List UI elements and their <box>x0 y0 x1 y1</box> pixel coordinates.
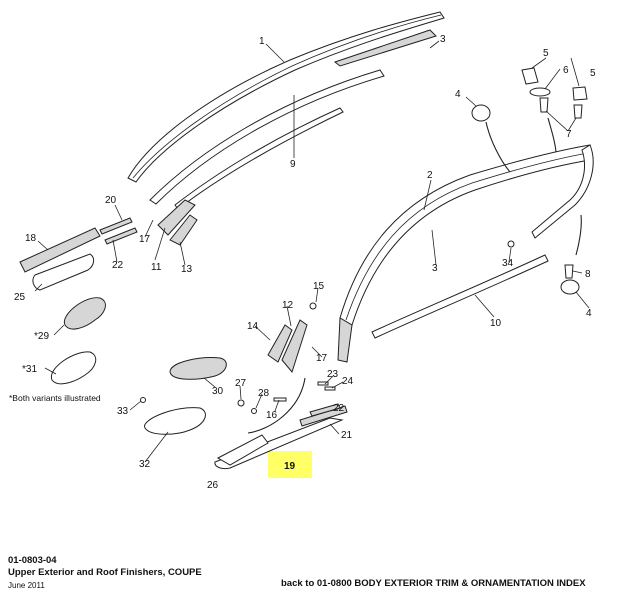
part-29-vent <box>63 297 106 330</box>
part-5-nut-left <box>521 67 539 85</box>
part-3-strip-top <box>333 29 437 67</box>
callout-5-left: 5 <box>543 48 549 59</box>
callout-26: 26 <box>207 480 219 491</box>
variants-note: *Both variants illustrated <box>9 393 101 403</box>
part-14-bracket <box>267 324 293 363</box>
part-23-screw <box>317 381 329 386</box>
callout-33: 33 <box>117 406 129 417</box>
part-32-vent <box>144 407 206 435</box>
callout-3-top: 3 <box>440 34 446 45</box>
callout-31: *31 <box>22 364 37 375</box>
callout-22-left: 22 <box>112 260 124 271</box>
callout-17-left: 17 <box>139 234 151 245</box>
callout-30: 30 <box>212 386 224 397</box>
part-2-rear-frame <box>531 144 594 239</box>
callout-11: 11 <box>151 262 162 273</box>
part-34-clip <box>507 240 515 248</box>
part-19-sill-trim <box>214 417 344 470</box>
back-to-index-link[interactable]: back to 01-0800 BODY EXTERIOR TRIM & ORN… <box>281 578 586 589</box>
callout-8: 8 <box>585 269 591 280</box>
arrow-4-top <box>485 121 511 173</box>
highlight-box-19 <box>268 451 312 478</box>
part-15-clip <box>309 302 317 310</box>
callout-27: 27 <box>235 378 247 389</box>
callout-16: 16 <box>266 410 278 421</box>
part-2-lower-leg <box>337 317 353 363</box>
callout-12: 12 <box>282 300 294 311</box>
part-31-vent <box>51 351 97 385</box>
part-18-panel <box>19 227 101 273</box>
part-3-inner-frame <box>345 152 589 321</box>
callout-29: *29 <box>34 331 49 342</box>
callout-5-right: 5 <box>590 68 596 79</box>
callout-4-bottom: 4 <box>586 308 592 319</box>
part-16-screw <box>273 397 287 402</box>
diagram-date: June 2011 <box>8 581 45 590</box>
callout-28: 28 <box>258 388 270 399</box>
part-4-plug-bottom <box>560 279 580 295</box>
part-9-rail <box>149 69 385 205</box>
part-27-clip <box>237 399 245 407</box>
callout-15: 15 <box>313 281 325 292</box>
part-5-nut-right <box>572 86 588 101</box>
callout-4-top: 4 <box>455 89 461 100</box>
part-26-end-cap <box>216 434 269 466</box>
callout-21: 21 <box>341 430 353 441</box>
arrow-7-top <box>547 117 557 153</box>
part-28-clip <box>251 408 257 414</box>
part-1-inner-line <box>132 14 442 179</box>
callout-19: 19 <box>284 461 296 472</box>
part-10-sill <box>371 254 549 339</box>
callout-25: 25 <box>14 292 26 303</box>
part-7-stud-right <box>573 104 583 119</box>
callout-18: 18 <box>25 233 37 244</box>
callout-32: 32 <box>139 459 151 470</box>
callout-3-mid: 3 <box>432 263 438 274</box>
callout-20: 20 <box>105 195 117 206</box>
part-9-lower-rail <box>174 107 344 210</box>
arrow-pillar <box>247 377 306 434</box>
part-8-stud <box>564 264 574 279</box>
callout-6: 6 <box>563 65 569 76</box>
diagram-title: Upper Exterior and Roof Finishers, COUPE <box>8 567 202 578</box>
callout-9: 9 <box>290 159 296 170</box>
part-30-vent <box>169 357 227 380</box>
callout-34: 34 <box>502 258 514 269</box>
callout-17-right: 17 <box>316 353 328 364</box>
arrow-4-bottom <box>575 214 582 256</box>
callout-13: 13 <box>181 264 193 275</box>
part-20-strip <box>99 217 133 235</box>
part-1-roof-rail <box>127 11 445 183</box>
callout-1: 1 <box>259 36 265 47</box>
callout-10: 10 <box>490 318 502 329</box>
callout-24: 24 <box>342 376 354 387</box>
part-7-stud-left <box>539 97 549 113</box>
part-11-bracket <box>157 199 196 236</box>
diagram-code: 01-0803-04 <box>8 555 57 566</box>
callout-2: 2 <box>427 170 433 181</box>
callout-14: 14 <box>247 321 259 332</box>
part-33-clip <box>140 397 146 403</box>
leader-lines <box>34 40 590 463</box>
part-4-plug-top <box>471 104 491 122</box>
callout-23: 23 <box>327 369 339 380</box>
part-12-bracket <box>281 319 308 374</box>
part-6-washer <box>529 87 551 97</box>
part-13-bracket <box>169 214 198 246</box>
part-22-strip-right <box>309 403 341 417</box>
part-25-panel <box>32 253 95 291</box>
callout-7: 7 <box>566 129 572 140</box>
callout-22-right: 22 <box>333 403 345 414</box>
